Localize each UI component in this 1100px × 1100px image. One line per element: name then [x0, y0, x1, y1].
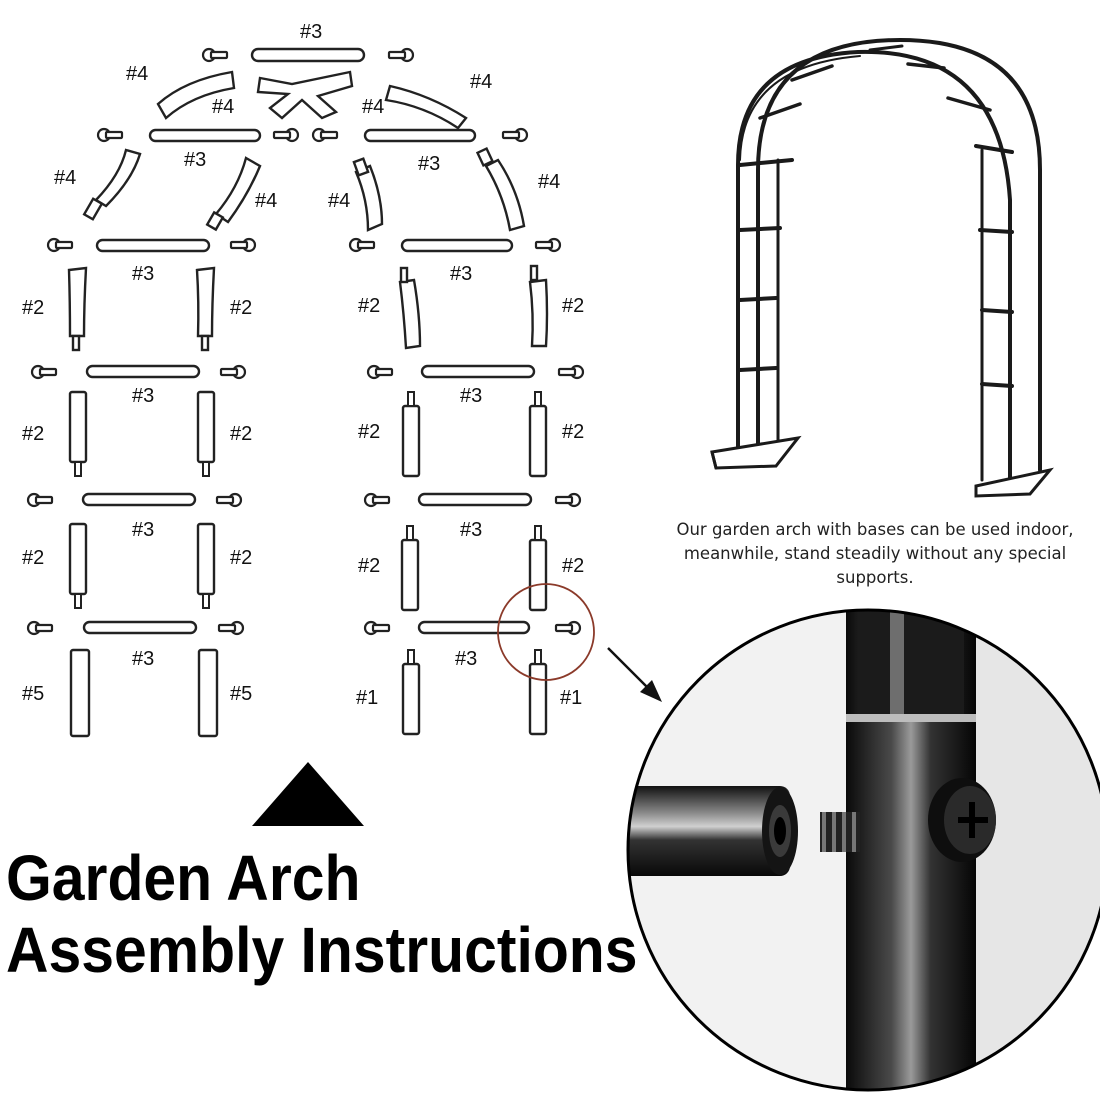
- label-part-3: #3: [460, 385, 482, 407]
- product-caption: Our garden arch with bases can be used i…: [640, 518, 1100, 590]
- label-part-3: #3: [132, 519, 154, 541]
- label-part-1: #1: [560, 687, 582, 709]
- label-part-3: #3: [455, 648, 477, 670]
- zoom-detail-photo: [628, 610, 1100, 1090]
- zoom-arrow: [607, 647, 662, 702]
- label-part-3: #3: [300, 21, 322, 43]
- title-line-1: Garden Arch: [6, 842, 361, 914]
- label-part-2: #2: [22, 547, 44, 569]
- label-part-2: #2: [22, 423, 44, 445]
- label-part-4: #4: [126, 63, 148, 85]
- part-labels: #3 #4 #4 #4 #4 #3 #3 #4 #4 #4 #4 #3 #3 #…: [22, 21, 584, 709]
- label-part-1: #1: [356, 687, 378, 709]
- label-part-2: #2: [22, 297, 44, 319]
- label-part-2: #2: [358, 295, 380, 317]
- label-part-3: #3: [460, 519, 482, 541]
- label-part-4: #4: [212, 96, 234, 118]
- caption-line-2: meanwhile, stand steadily without any sp…: [683, 544, 1067, 563]
- label-part-3: #3: [132, 385, 154, 407]
- highlight-circle: [497, 583, 595, 681]
- label-part-3: #3: [418, 153, 440, 175]
- label-part-2: #2: [358, 555, 380, 577]
- exploded-parts-diagram: [26, 47, 585, 738]
- zoom-circle-frame: [626, 608, 1100, 1092]
- label-part-3: #3: [132, 263, 154, 285]
- label-part-4: #4: [538, 171, 560, 193]
- label-part-4: #4: [362, 96, 384, 118]
- label-part-3: #3: [184, 149, 206, 171]
- label-part-2: #2: [562, 295, 584, 317]
- caption-line-1: Our garden arch with bases can be used i…: [676, 520, 1074, 539]
- label-part-3: #3: [450, 263, 472, 285]
- label-part-5: #5: [230, 683, 252, 705]
- label-part-2: #2: [358, 421, 380, 443]
- page-title: Garden Arch Assembly Instructions: [6, 842, 637, 986]
- label-part-2: #2: [562, 421, 584, 443]
- label-part-4: #4: [54, 167, 76, 189]
- label-part-3: #3: [132, 648, 154, 670]
- label-part-2: #2: [230, 297, 252, 319]
- label-part-2: #2: [230, 423, 252, 445]
- caption-line-3: supports.: [836, 568, 914, 587]
- label-part-4: #4: [328, 190, 350, 212]
- label-part-2: #2: [230, 547, 252, 569]
- triangle-icon: [252, 762, 364, 826]
- label-part-5: #5: [22, 683, 44, 705]
- label-part-4: #4: [470, 71, 492, 93]
- title-line-2: Assembly Instructions: [6, 914, 638, 986]
- label-part-4: #4: [255, 190, 277, 212]
- label-part-2: #2: [562, 555, 584, 577]
- arch-illustration: [710, 37, 1054, 498]
